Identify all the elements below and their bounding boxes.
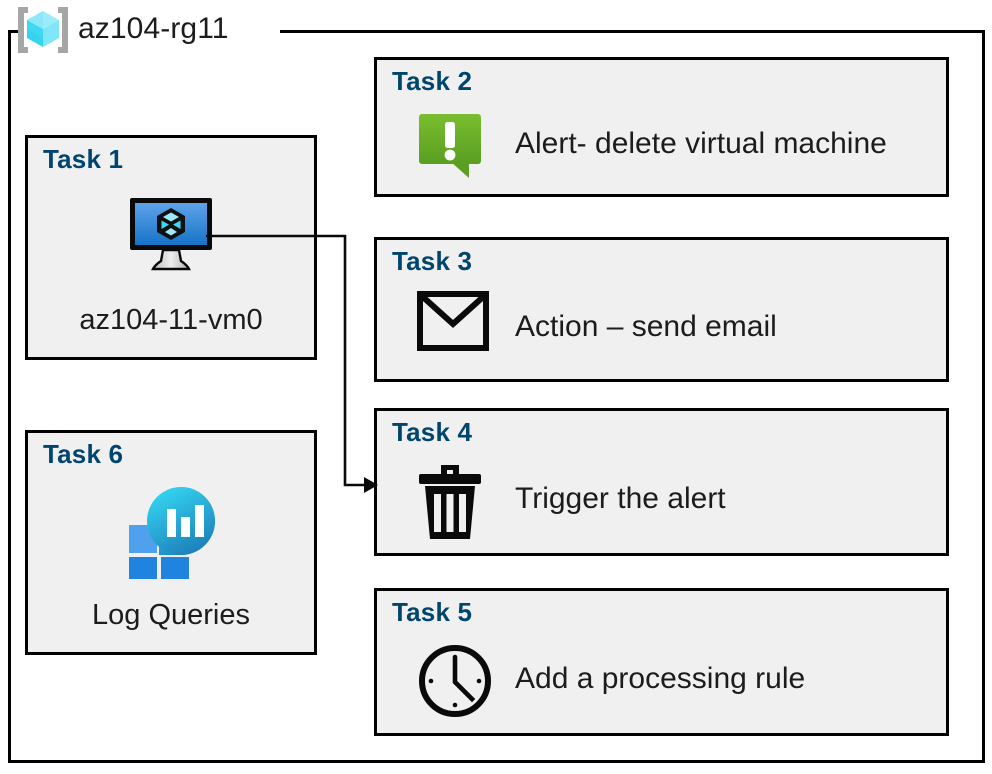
resource-group-header: az104-rg11 [14, 2, 229, 58]
task-label: Task 4 [392, 417, 473, 447]
task-row: Action – send email [417, 280, 936, 373]
icon-slot [28, 190, 314, 282]
task-caption: az104-11-vm0 [79, 304, 263, 336]
task-label: Task 1 [43, 144, 124, 174]
task-card-task2[interactable]: Task 2 Alert- delete virtual machin [374, 57, 949, 197]
task-caption: Trigger the alert [515, 482, 726, 515]
task-card-task6[interactable]: Task 6 [25, 430, 317, 655]
task-row: Trigger the alert [417, 451, 936, 547]
resource-group-border-gap [20, 22, 280, 40]
task-label: Task 2 [392, 66, 473, 96]
trash-can-icon [417, 463, 489, 539]
task-row: Add a processing rule [417, 631, 936, 727]
task-caption: Log Queries [92, 599, 250, 631]
task-card-task3[interactable]: Task 3 Action – send email [374, 237, 949, 382]
icon-slot [28, 483, 314, 579]
task-caption: Alert- delete virtual machine [515, 127, 887, 160]
envelope-icon [417, 290, 489, 363]
alert-bubble-icon [417, 108, 489, 180]
task-card-task4[interactable]: Task 4 Trigger the alert [374, 408, 949, 556]
task-card-task5[interactable]: Task 5 Add a processing rule [374, 588, 949, 736]
task-label: Task 6 [43, 439, 124, 469]
task-row: Alert- delete virtual machine [417, 100, 936, 188]
log-analytics-icon [119, 483, 223, 579]
resource-group-cube-icon [14, 4, 72, 56]
task-label: Task 3 [392, 246, 473, 276]
task-label: Task 5 [392, 597, 473, 627]
task-caption: Action – send email [515, 309, 777, 343]
task-caption: Add a processing rule [515, 662, 806, 695]
resource-group-name: az104-rg11 [78, 12, 229, 45]
resource-group-boundary [8, 30, 985, 763]
virtual-machine-icon [127, 195, 215, 277]
clock-icon [417, 643, 491, 717]
task-card-task1[interactable]: Task 1 [25, 135, 317, 360]
